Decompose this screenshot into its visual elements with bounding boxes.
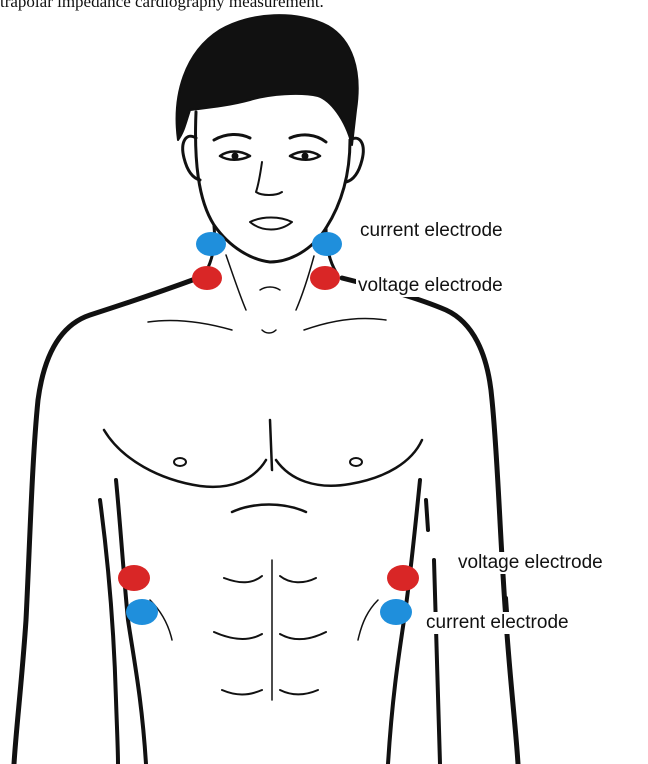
right-nipple [350,458,362,466]
abs-row-3-left [222,690,262,695]
abs-row-2-left [214,632,262,639]
neck-current-electrode-left [196,232,226,256]
label-neck-current-electrode: current electrode [358,220,505,242]
serratus-right [358,600,378,640]
abs-upper-arc [232,505,306,513]
abs-row-1-left [224,576,262,582]
nose [256,162,282,195]
right-eyebrow [290,135,326,142]
abs-row-1-right [280,576,316,582]
right-forearm-dash [506,598,507,612]
mouth [250,218,292,230]
right-clavicle [304,318,386,330]
label-neck-voltage-electrode: voltage electrode [356,275,505,297]
torso-voltage-electrode-left [118,565,150,591]
left-inner-arm [100,500,118,764]
abs-row-3-right [280,690,318,695]
neck-muscle-left [226,255,246,310]
sternum [270,420,272,470]
torso-current-electrode-left [126,599,158,625]
left-clavicle [148,320,232,330]
right-shoulder [342,278,518,764]
torso-current-electrode-right [380,599,412,625]
right-pec [276,440,422,486]
left-pec [104,430,266,487]
throat [260,287,280,290]
label-torso-voltage-electrode: voltage electrode [456,552,605,574]
neck-voltage-electrode-right [310,266,340,290]
neck-muscle-right [296,256,314,310]
neck-voltage-electrode-left [192,266,222,290]
torso-voltage-electrode-right [387,565,419,591]
left-eyebrow [214,134,250,140]
left-nipple [174,458,186,466]
right-inner-arm-dash [426,500,428,530]
sternum-notch [262,330,276,333]
right-inner-arm [434,560,440,764]
abs-row-2-right [280,632,326,639]
left-pupil [232,153,239,160]
label-torso-current-electrode: current electrode [424,612,571,634]
left-shoulder [14,278,198,764]
hair [177,15,358,145]
right-pupil [302,153,309,160]
neck-current-electrode-right [312,232,342,256]
